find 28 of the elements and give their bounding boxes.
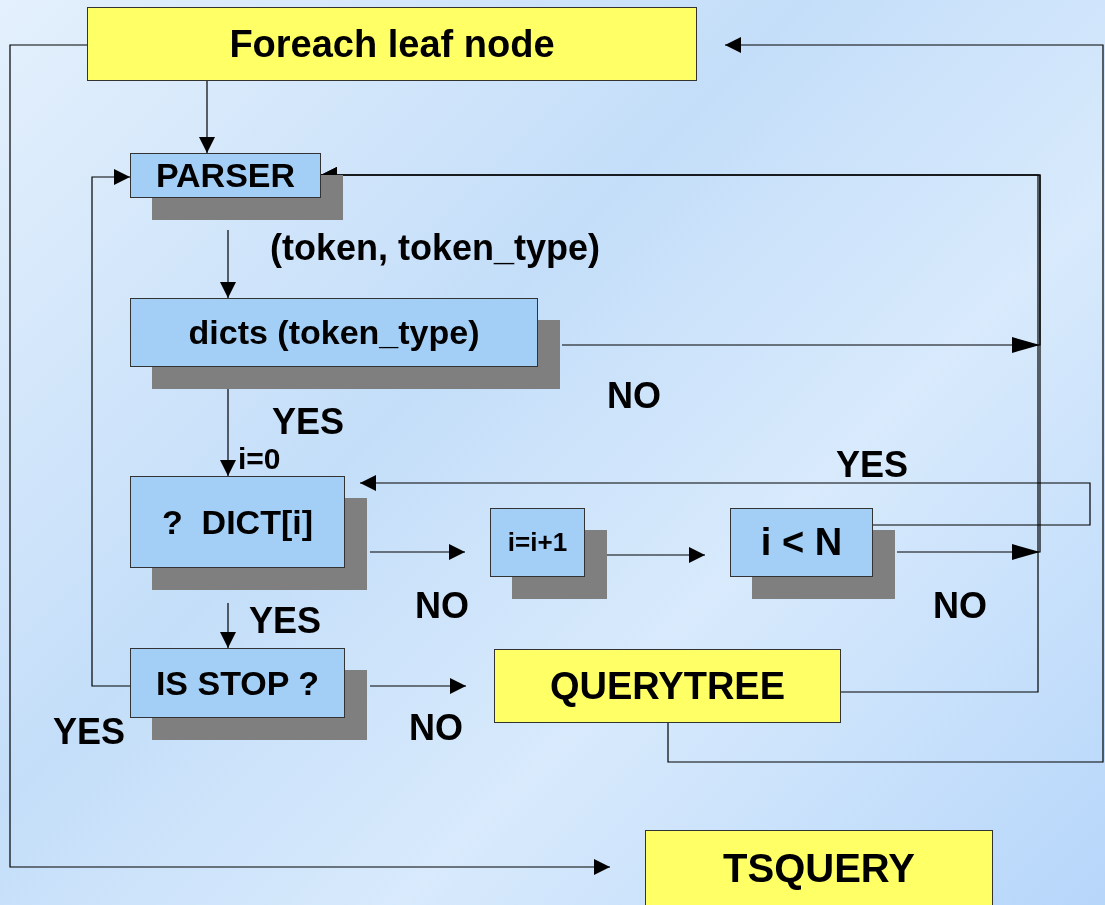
box-label: ? DICT[i] <box>161 502 314 542</box>
edge-label: YES <box>53 714 126 750</box>
edge-label: YES <box>272 404 345 440</box>
process-box <box>730 508 873 577</box>
edge-label: NO <box>607 378 661 414</box>
box-label: Foreach leaf node <box>229 22 555 66</box>
box-label: i < N <box>760 521 843 564</box>
start-box <box>87 7 697 81</box>
box-label: dicts (token_type) <box>188 313 480 352</box>
result-box <box>645 830 993 905</box>
process-box <box>130 648 345 718</box>
box-label: QUERYTREE <box>549 664 786 708</box>
box-label: i=i+1 <box>507 527 568 558</box>
process-box <box>130 153 321 198</box>
process-box <box>490 508 585 577</box>
box-label: PARSER <box>155 156 296 195</box>
edge-label: YES <box>836 447 909 483</box>
box-label: TSQUERY <box>723 845 915 891</box>
edge-label: NO <box>933 588 987 624</box>
box-label: IS STOP ? <box>155 663 320 703</box>
edge-label: (token, token_type) <box>270 230 601 266</box>
edge-label: NO <box>415 588 469 624</box>
process-box <box>130 298 538 367</box>
note-text: i=0 <box>238 444 281 474</box>
edge-label: YES <box>249 603 322 639</box>
output-box <box>494 649 841 723</box>
process-box <box>130 476 345 568</box>
edge-label: NO <box>409 710 463 746</box>
